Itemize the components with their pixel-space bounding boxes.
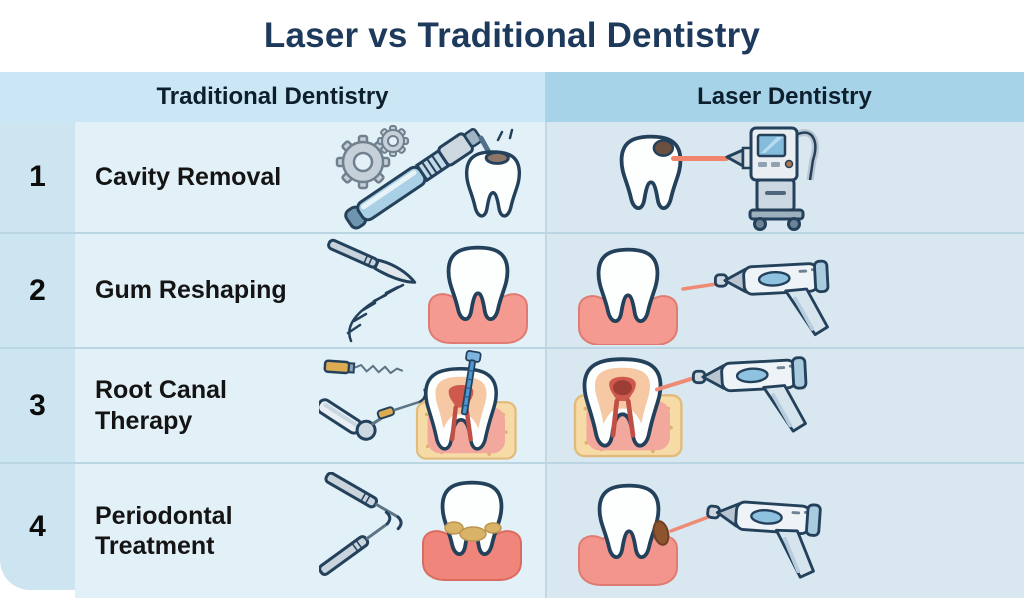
suture-icon bbox=[346, 283, 405, 342]
traditional-gum-reshaping-illustration bbox=[327, 238, 528, 344]
scalpel-icon bbox=[327, 238, 417, 284]
laser-cell-gum-reshaping bbox=[545, 234, 1024, 347]
table-row: 3 Root Canal Therapy bbox=[0, 347, 1024, 462]
traditional-periodontal-illustration bbox=[319, 472, 522, 581]
laser-root-canal-illustration bbox=[573, 354, 809, 462]
laser-handpiece-icon bbox=[691, 354, 809, 433]
row-number: 1 bbox=[0, 122, 75, 232]
traditional-cell-root-canal: Root Canal Therapy bbox=[75, 349, 545, 462]
row-number: 2 bbox=[0, 234, 75, 347]
laser-gum-reshaping-illustration bbox=[578, 247, 831, 345]
endo-file-icon bbox=[323, 358, 404, 374]
gum-icon bbox=[578, 288, 678, 345]
comparison-table: 1 Cavity Removal bbox=[0, 122, 1024, 598]
table-row: 1 Cavity Removal bbox=[0, 122, 1024, 232]
laser-beam-icon bbox=[671, 156, 729, 161]
tooth-cross-section-icon bbox=[417, 349, 516, 458]
laser-cell-root-canal bbox=[545, 349, 1024, 462]
tooth-cavity-icon bbox=[464, 150, 522, 218]
column-headers: Traditional Dentistry Laser Dentistry bbox=[0, 72, 1024, 122]
root-canal-file-icon bbox=[460, 349, 482, 415]
laser-cell-cavity-removal bbox=[545, 122, 1024, 232]
header-traditional-dentistry: Traditional Dentistry bbox=[0, 72, 545, 122]
scaler-icon bbox=[324, 472, 403, 531]
table-row: 4 Periodontal Treatment bbox=[0, 462, 1024, 598]
dental-handpiece-icon bbox=[319, 397, 383, 441]
tooth-in-gum-icon bbox=[428, 245, 528, 344]
tooth-cavity-icon bbox=[619, 134, 683, 211]
row-label: Periodontal Treatment bbox=[95, 501, 233, 561]
dental-drill-icon bbox=[344, 128, 514, 230]
page-title: Laser vs Traditional Dentistry bbox=[263, 16, 761, 55]
row-number: 3 bbox=[0, 349, 75, 462]
traditional-cavity-removal-illustration bbox=[335, 125, 522, 230]
row-label: Cavity Removal bbox=[95, 162, 282, 191]
row-label: Root Canal Therapy bbox=[95, 376, 227, 435]
traditional-root-canal-illustration bbox=[319, 349, 533, 462]
traditional-cell-gum-reshaping: Gum Reshaping bbox=[75, 234, 545, 347]
title-band: Laser vs Traditional Dentistry bbox=[0, 0, 1024, 72]
laser-machine-icon bbox=[725, 126, 819, 231]
header-laser-dentistry: Laser Dentistry bbox=[545, 72, 1024, 122]
laser-cell-periodontal bbox=[545, 464, 1024, 598]
laser-periodontal-illustration bbox=[578, 483, 825, 586]
tooth-tartar-icon bbox=[422, 480, 522, 581]
traditional-cell-cavity-removal: Cavity Removal bbox=[75, 122, 545, 232]
laser-cavity-removal-illustration bbox=[619, 126, 819, 231]
tooth-gum-lesion-icon bbox=[578, 483, 678, 586]
row-label: Gum Reshaping bbox=[95, 276, 287, 305]
traditional-cell-periodontal: Periodontal Treatment bbox=[75, 464, 545, 598]
row-number: 4 bbox=[0, 464, 75, 590]
laser-handpiece-icon bbox=[699, 489, 825, 581]
gears-icon bbox=[335, 125, 409, 190]
explorer-probe-icon bbox=[376, 387, 427, 419]
tooth-cross-section-icon bbox=[575, 359, 681, 456]
scaler-icon bbox=[319, 510, 392, 576]
laser-handpiece-icon bbox=[713, 258, 831, 337]
table-row: 2 Gum Reshaping bbox=[0, 232, 1024, 347]
tooth-in-gum-icon bbox=[578, 247, 678, 345]
gum-icon bbox=[428, 286, 528, 344]
